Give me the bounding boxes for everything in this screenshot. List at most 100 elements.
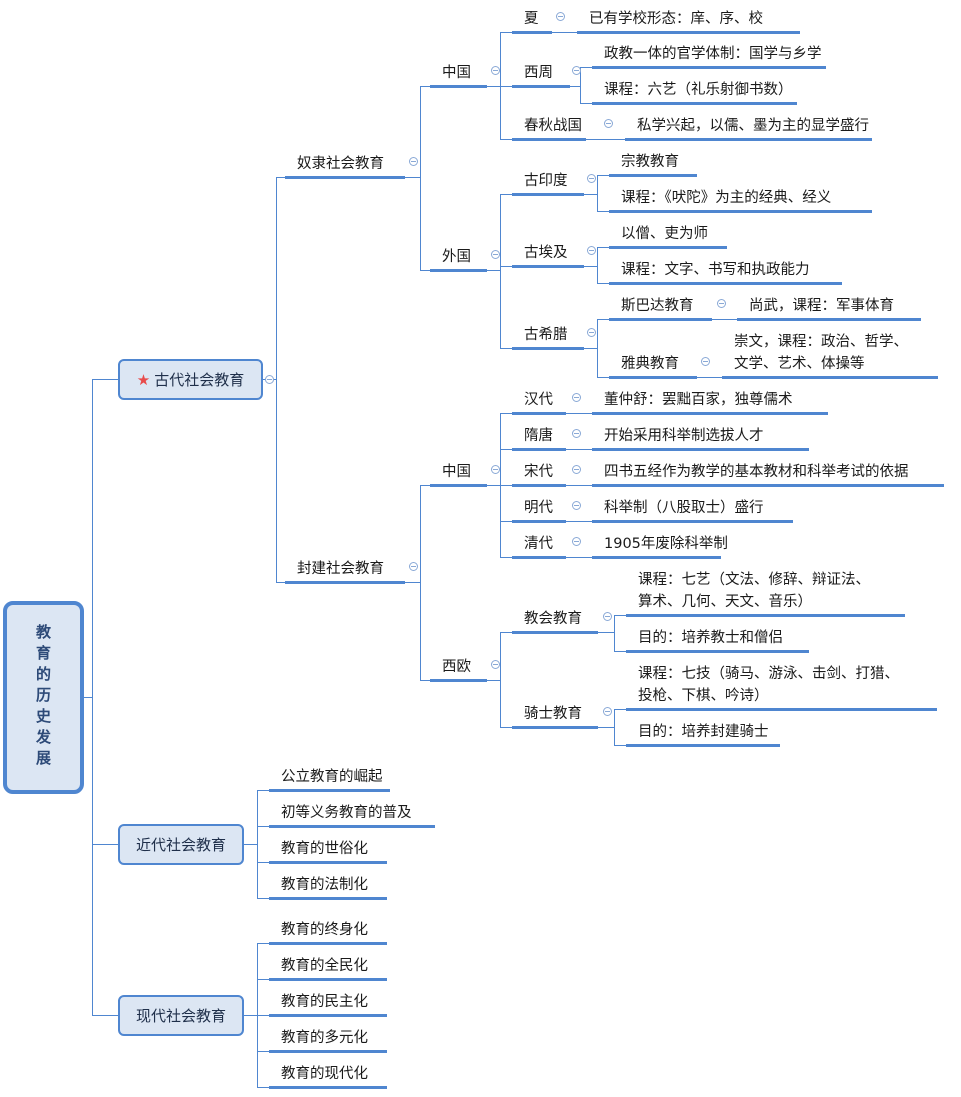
- topic-suitang[interactable]: 隋唐: [512, 423, 566, 451]
- collapse-icon[interactable]: [572, 429, 581, 438]
- topic-label: 开始采用科举制选拔人才: [604, 428, 764, 444]
- topic-knight-2[interactable]: 目的：培养封建骑士: [626, 719, 780, 747]
- collapse-icon[interactable]: [587, 328, 596, 337]
- root-topic[interactable]: 教育的历史发展: [3, 601, 84, 794]
- topic-sparta-1[interactable]: 尚武，课程：军事体育: [737, 293, 921, 321]
- topic-mod-3[interactable]: 教育的民主化: [269, 989, 387, 1017]
- topic-han[interactable]: 汉代: [512, 387, 566, 415]
- topic-underline: [592, 448, 809, 451]
- topic-egypt-2[interactable]: 课程：文字、书写和执政能力: [609, 257, 842, 285]
- collapse-icon[interactable]: [491, 250, 500, 259]
- topic-church-1[interactable]: 课程：七艺（文法、修辞、辩证法、算术、几何、天文、音乐）: [626, 567, 905, 617]
- collapse-icon[interactable]: [491, 465, 500, 474]
- collapse-icon[interactable]: [572, 66, 581, 75]
- topic-ancient-society-education[interactable]: ★古代社会教育: [118, 359, 263, 400]
- collapse-icon[interactable]: [717, 299, 726, 308]
- topic-mod-4[interactable]: 教育的多元化: [269, 1025, 387, 1053]
- topic-chunqiu-1[interactable]: 私学兴起，以儒、墨为主的显学盛行: [625, 113, 872, 141]
- collapse-icon[interactable]: [603, 612, 612, 621]
- topic-label: 董仲舒：罢黜百家，独尊儒术: [604, 392, 793, 408]
- topic-xizhou-1[interactable]: 政教一体的官学体制：国学与乡学: [592, 41, 826, 69]
- topic-near-4[interactable]: 教育的法制化: [269, 872, 387, 900]
- topic-underline: [269, 1050, 387, 1053]
- topic-athens[interactable]: 雅典教育: [609, 351, 697, 379]
- topic-label-line: 课程：七艺（文法、修辞、辩证法、: [638, 572, 870, 588]
- collapse-icon[interactable]: [556, 12, 565, 21]
- topic-ming-1[interactable]: 科举制（八股取士）盛行: [592, 495, 793, 523]
- topic-mod-2[interactable]: 教育的全民化: [269, 953, 387, 981]
- collapse-icon[interactable]: [604, 119, 613, 128]
- topic-modern-era-education[interactable]: 近代社会教育: [118, 824, 244, 865]
- topic-xizhou[interactable]: 西周: [512, 60, 570, 88]
- collapse-icon[interactable]: [572, 537, 581, 546]
- topic-chunqiu[interactable]: 春秋战国: [512, 113, 586, 141]
- topic-label-line: 文学、艺术、体操等: [734, 356, 865, 372]
- topic-athens-1[interactable]: 崇文，课程：政治、哲学、文学、艺术、体操等: [722, 329, 938, 379]
- topic-han-1[interactable]: 董仲舒：罢黜百家，独尊儒术: [592, 387, 828, 415]
- topic-near-2[interactable]: 初等义务教育的普及: [269, 800, 435, 828]
- topic-near-1[interactable]: 公立教育的崛起: [269, 764, 390, 792]
- topic-underline: [592, 412, 828, 415]
- topic-underline: [626, 744, 780, 747]
- topic-label: 外国: [442, 249, 471, 265]
- topic-church-2[interactable]: 目的：培养教士和僧侣: [626, 625, 809, 653]
- topic-qing[interactable]: 清代: [512, 531, 566, 559]
- topic-label: 雅典教育: [621, 356, 679, 372]
- topic-label: 封建社会教育: [297, 561, 384, 577]
- topic-xia-1[interactable]: 已有学校形态：庠、序、校: [577, 6, 800, 34]
- topic-song[interactable]: 宋代: [512, 459, 566, 487]
- topic-egypt-1[interactable]: 以僧、吏为师: [609, 221, 727, 249]
- topic-underline: [269, 861, 387, 864]
- topic-india-2[interactable]: 课程：《吠陀》为主的经典、经义: [609, 185, 872, 213]
- topic-mod-1[interactable]: 教育的终身化: [269, 917, 387, 945]
- topic-mod-5[interactable]: 教育的现代化: [269, 1061, 387, 1089]
- topic-xia[interactable]: 夏: [512, 6, 552, 34]
- topic-knight-1[interactable]: 课程：七技（骑马、游泳、击剑、打猎、投枪、下棋、吟诗）: [626, 661, 937, 711]
- topic-knight[interactable]: 骑士教育: [512, 701, 598, 729]
- topic-egypt[interactable]: 古埃及: [512, 240, 584, 268]
- topic-contemporary-education[interactable]: 现代社会教育: [118, 995, 244, 1036]
- topic-label: 现代社会教育: [135, 1007, 226, 1025]
- collapse-icon[interactable]: [491, 66, 500, 75]
- topic-qing-1[interactable]: 1905年废除科举制: [592, 531, 728, 559]
- topic-india-1[interactable]: 宗教教育: [609, 149, 697, 177]
- topic-underline: [592, 66, 826, 69]
- collapse-icon[interactable]: [587, 246, 596, 255]
- topic-label: 私学兴起，以儒、墨为主的显学盛行: [637, 118, 869, 134]
- topic-sparta[interactable]: 斯巴达教育: [609, 293, 712, 321]
- topic-c1[interactable]: 中国: [430, 60, 487, 88]
- topic-underline: [512, 193, 584, 196]
- collapse-icon[interactable]: [491, 660, 500, 669]
- topic-slave[interactable]: 奴隶社会教育: [285, 151, 405, 179]
- topic-xizhou-2[interactable]: 课程：六艺（礼乐射御书数）: [592, 77, 797, 105]
- topic-greece[interactable]: 古希腊: [512, 322, 584, 350]
- topic-underline: [512, 484, 566, 487]
- topic-song-1[interactable]: 四书五经作为教学的基本教材和科举考试的依据: [592, 459, 944, 487]
- collapse-icon[interactable]: [587, 174, 596, 183]
- collapse-icon[interactable]: [409, 562, 418, 571]
- topic-label: 已有学校形态：庠、序、校: [589, 11, 763, 27]
- topic-label: 课程：七技（骑马、游泳、击剑、打猎、投枪、下棋、吟诗）: [638, 663, 899, 707]
- topic-underline: [512, 520, 566, 523]
- collapse-icon[interactable]: [603, 707, 612, 716]
- topic-church[interactable]: 教会教育: [512, 606, 598, 634]
- topic-foreign[interactable]: 外国: [430, 244, 487, 272]
- collapse-icon[interactable]: [265, 375, 274, 384]
- topic-near-3[interactable]: 教育的世俗化: [269, 836, 387, 864]
- topic-ming[interactable]: 明代: [512, 495, 566, 523]
- topic-india[interactable]: 古印度: [512, 168, 584, 196]
- topic-feudal[interactable]: 封建社会教育: [285, 556, 405, 584]
- topic-underline: [625, 138, 872, 141]
- collapse-icon[interactable]: [409, 157, 418, 166]
- topic-suitang-1[interactable]: 开始采用科举制选拔人才: [592, 423, 809, 451]
- collapse-icon[interactable]: [572, 501, 581, 510]
- root-topic-label: 教育的历史发展: [34, 624, 52, 771]
- topic-c2[interactable]: 中国: [430, 459, 487, 487]
- topic-west[interactable]: 西欧: [430, 654, 487, 682]
- collapse-icon[interactable]: [701, 357, 710, 366]
- topic-label: 教育的世俗化: [281, 841, 368, 857]
- topic-underline: [512, 726, 598, 729]
- collapse-icon[interactable]: [572, 465, 581, 474]
- collapse-icon[interactable]: [572, 393, 581, 402]
- topic-label: 四书五经作为教学的基本教材和科举考试的依据: [604, 464, 909, 480]
